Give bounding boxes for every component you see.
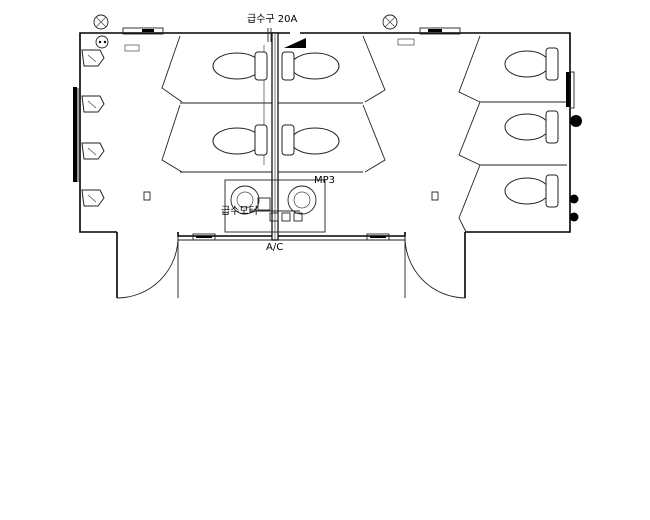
urinal-4-icon: [81, 189, 105, 207]
urinal-1-icon: [81, 49, 105, 67]
light-fixture-left-icon: [93, 14, 109, 30]
toilet-2-icon: [212, 124, 268, 156]
toilet-5-icon: [504, 47, 559, 81]
toilet-1-icon: [212, 51, 268, 81]
stalls-left: [161, 35, 272, 173]
door-grilles: [192, 233, 390, 241]
label-mp3: MP3: [314, 175, 335, 186]
label-water-motor: 급수모터: [221, 205, 258, 217]
entrance-doors: [116, 235, 466, 299]
ventilation-fan-left-icon: [95, 35, 109, 49]
stalls-far-right: [458, 35, 567, 233]
light-fixture-right-icon: [382, 14, 398, 30]
right-wall-equipment: [566, 71, 582, 222]
sink-right-icon: [287, 185, 317, 215]
utility-area: [224, 179, 326, 233]
toilet-6-icon: [504, 110, 559, 144]
urinal-2-icon: [81, 95, 105, 113]
toilet-3-icon: [281, 51, 340, 81]
stalls-right: [278, 35, 386, 173]
label-water-supply: 급수구 20A: [247, 13, 298, 25]
water-motor-icon: [250, 197, 303, 222]
toilet-7-icon: [504, 174, 559, 208]
sink-left-icon: [230, 185, 260, 215]
label-ac: A/C: [266, 242, 283, 253]
floor-drains: [143, 191, 439, 201]
window-top-left: [122, 27, 164, 52]
urinals-left: [73, 49, 105, 207]
window-top-right: [397, 27, 461, 46]
water-supply-inlet: [267, 28, 306, 48]
outer-walls: [79, 32, 571, 298]
urinal-3-icon: [81, 142, 105, 160]
toilet-4-icon: [281, 124, 340, 156]
